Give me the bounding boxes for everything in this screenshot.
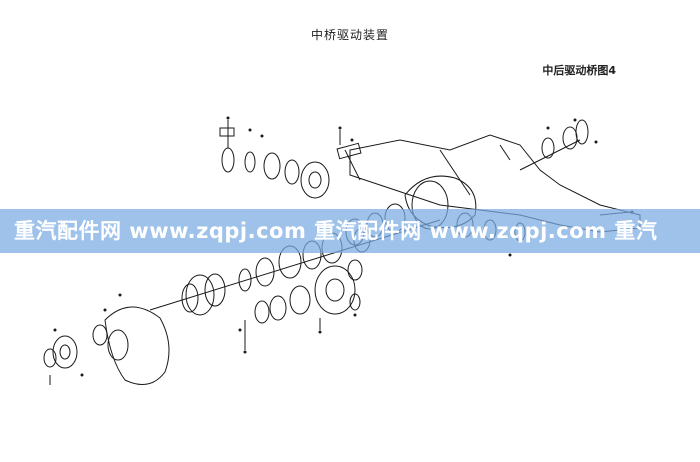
differential-cover [104,306,170,385]
watermark-text: 重汽配件网 www.zqpj.com 重汽配件网 www.zqpj.com 重汽 [14,219,658,243]
bearing-right-1 [541,137,555,159]
flange-upper-left [221,147,235,173]
figure-label: 中后驱动桥图4 [542,64,616,77]
flange-lower-left [52,335,78,369]
watermark-band [0,209,700,253]
axle-shaft-right [519,139,581,171]
gear-lower [314,265,356,315]
bearing-right-2 [562,126,578,150]
page-title: 中桥驱动装置 [310,28,389,42]
pinion-flange [185,274,215,316]
flange-right [575,119,589,145]
gear-upper [300,161,330,199]
